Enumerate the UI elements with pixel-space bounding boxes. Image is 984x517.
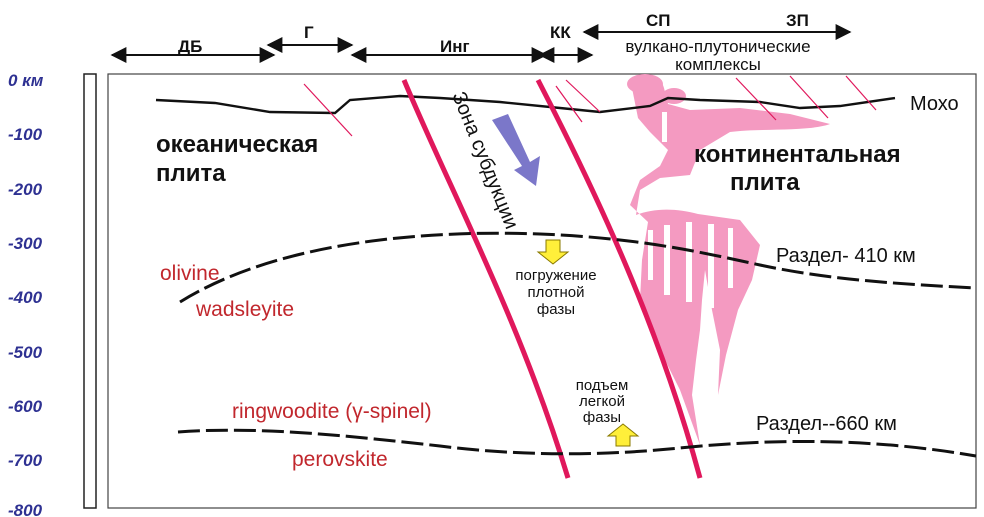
subduction-zone-label: Зона субдукции [447, 89, 522, 233]
depth-tick-400: -400 [8, 288, 43, 307]
sinking-label-line2: плотной [528, 284, 585, 301]
sinking-label-line3: фазы [537, 301, 575, 318]
volcanic-complexes-line2: комплексы [675, 55, 761, 74]
volcanic-complexes-line1: вулкано-плутонические [625, 37, 810, 56]
mineral-wadsleyite: wadsleyite [195, 298, 294, 321]
sinking-label-line1: погружение [515, 267, 596, 284]
moho-label: Мохо [910, 93, 959, 115]
mineral-perovskite: perovskite [292, 448, 388, 471]
depth-tick-600: -600 [8, 397, 43, 416]
depth-tick-700: -700 [8, 451, 43, 470]
depth-tick-800: -800 [8, 501, 43, 517]
zone-label-kk: КК [550, 23, 571, 42]
sinking-arrow [538, 240, 568, 264]
rising-label-line3: фазы [583, 409, 621, 426]
mineral-ringwoodite: ringwoodite (γ-spinel) [232, 400, 432, 423]
zone-label-zp: ЗП [786, 11, 809, 30]
rising-label-line2: легкой [579, 393, 625, 410]
oceanic-plate-label-line2: плита [156, 160, 226, 187]
mineral-olivine: olivine [160, 262, 220, 285]
depth-tick-300: -300 [8, 234, 43, 253]
zone-label-ing: Инг [440, 37, 470, 56]
depth-tick-100: -100 [8, 125, 43, 144]
depth-tick-200: -200 [8, 180, 43, 199]
depth-tick-500: -500 [8, 343, 43, 362]
continental-plate-label-line2: плита [730, 169, 800, 196]
boundary-410-label: Раздел- 410 км [776, 245, 916, 267]
zone-label-sp: СП [646, 11, 671, 30]
depth-scale-bar [84, 74, 96, 508]
zone-label-db: ДБ [178, 37, 202, 56]
boundary-660-label: Раздел--660 км [756, 413, 897, 435]
depth-tick-0: 0 км [8, 71, 44, 90]
moho-line [156, 96, 895, 113]
zone-label-g: Г [304, 23, 314, 42]
rising-arrow [608, 424, 638, 446]
continental-plate-label-line1: континентальная [694, 141, 901, 168]
rising-label-line1: подъем [576, 377, 629, 394]
oceanic-plate-label-line1: океаническая [156, 131, 318, 158]
